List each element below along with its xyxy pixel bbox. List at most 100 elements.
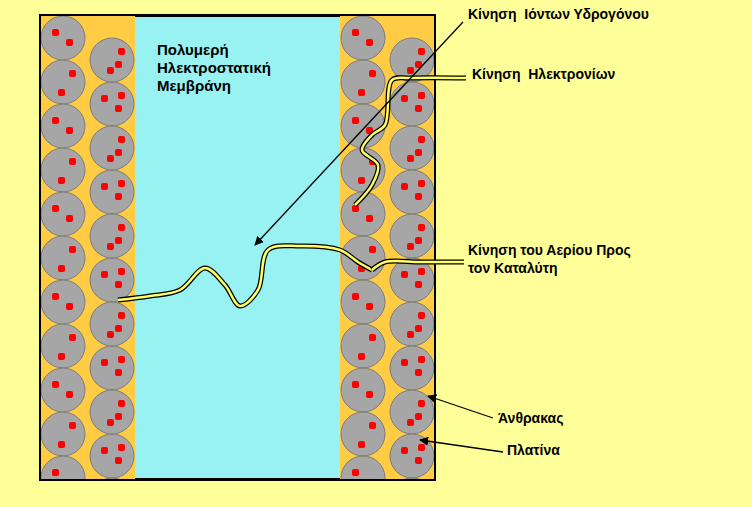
carbon-grain	[41, 456, 85, 480]
platinum-dot	[418, 268, 425, 275]
carbon-grain	[90, 214, 134, 258]
carbon-grain	[390, 170, 434, 214]
platinum-dot	[118, 312, 125, 319]
carbon-grain	[41, 280, 85, 324]
callout-label: Κίνηση Ηλεκτρονίων	[472, 66, 615, 84]
carbon-grain	[90, 346, 134, 390]
platinum-dot	[401, 271, 408, 278]
carbon-grain	[341, 456, 385, 480]
callout-label: Πλατίνα	[507, 442, 560, 460]
carbon-grain	[90, 38, 134, 82]
platinum-dot	[358, 177, 365, 184]
platinum-dot	[118, 136, 125, 143]
platinum-dot	[115, 325, 122, 332]
platinum-dot	[352, 205, 359, 212]
platinum-dot	[401, 95, 408, 102]
carbon-grain	[41, 104, 85, 148]
platinum-dot	[58, 353, 65, 360]
carbon-grain	[41, 148, 85, 192]
platinum-dot	[369, 70, 376, 77]
platinum-dot	[418, 224, 425, 231]
carbon-grain	[390, 346, 434, 390]
cell-frame	[40, 15, 435, 480]
platinum-dot	[58, 89, 65, 96]
platinum-dot	[107, 419, 114, 426]
platinum-dot	[115, 369, 122, 376]
carbon-grain	[390, 214, 434, 258]
platinum-dot	[115, 61, 122, 68]
platinum-dot	[415, 369, 422, 376]
platinum-dot	[52, 117, 59, 124]
platinum-dot	[101, 447, 108, 454]
electron-path	[355, 78, 466, 205]
platinum-dot	[358, 441, 365, 448]
carbon-leader	[428, 396, 493, 418]
platinum-dot	[118, 92, 125, 99]
platinum-dot	[52, 293, 59, 300]
platinum-dot	[366, 303, 373, 310]
platinum-dot	[369, 422, 376, 429]
carbon-grain	[90, 302, 134, 346]
platinum-dot	[69, 422, 76, 429]
platinum-dot	[407, 155, 414, 162]
platinum-dot	[352, 117, 359, 124]
carbon-grain	[341, 280, 385, 324]
ion-path	[118, 246, 372, 306]
gas-path	[372, 261, 464, 270]
platinum-dot	[358, 89, 365, 96]
carbon-grain	[341, 236, 385, 280]
carbon-grain	[90, 434, 134, 478]
carbon-grain	[41, 412, 85, 456]
carbon-grain	[390, 302, 434, 346]
platinum-dot	[401, 447, 408, 454]
carbon-grain	[390, 82, 434, 126]
platinum-dot	[115, 193, 122, 200]
platinum-dot	[418, 48, 425, 55]
platinum-dot	[418, 136, 425, 143]
carbon-grain	[41, 368, 85, 412]
platinum-dot	[69, 70, 76, 77]
platinum-dot	[415, 413, 422, 420]
platinum-dot	[101, 183, 108, 190]
platinum-leader	[420, 440, 503, 452]
platinum-dot	[369, 334, 376, 341]
platinum-dot	[118, 180, 125, 187]
platinum-dot	[107, 243, 114, 250]
platinum-dot	[66, 303, 73, 310]
carbon-grain	[390, 126, 434, 170]
platinum-dot	[58, 177, 65, 184]
carbon-grain	[341, 324, 385, 368]
platinum-dot	[407, 243, 414, 250]
platinum-dot	[415, 105, 422, 112]
platinum-dot	[418, 92, 425, 99]
platinum-dot	[352, 29, 359, 36]
carbon-grain	[90, 258, 134, 302]
callout-label: Κίνηση Ιόντων Υδρογόνου	[468, 6, 649, 24]
platinum-dot	[415, 325, 422, 332]
carbon-grain	[390, 258, 434, 302]
platinum-dot	[352, 469, 359, 476]
callout-label: Κίνηση του Αερίου Προς τον Καταλύτη	[468, 242, 646, 277]
platinum-dot	[115, 237, 122, 244]
platinum-dot	[366, 39, 373, 46]
platinum-dot	[101, 359, 108, 366]
platinum-dot	[401, 183, 408, 190]
platinum-dot	[407, 331, 414, 338]
carbon-grain	[41, 236, 85, 280]
platinum-dot	[101, 95, 108, 102]
electrode-left	[40, 15, 135, 480]
ion-leader	[255, 22, 463, 245]
platinum-dot	[415, 281, 422, 288]
platinum-dot	[69, 334, 76, 341]
platinum-dot	[358, 353, 365, 360]
carbon-grain	[90, 390, 134, 434]
platinum-dot	[115, 105, 122, 112]
carbon-grain	[341, 60, 385, 104]
carbon-grain	[390, 390, 434, 434]
platinum-dot	[118, 356, 125, 363]
platinum-dot	[352, 293, 359, 300]
platinum-dot	[115, 413, 122, 420]
carbon-grain	[341, 412, 385, 456]
